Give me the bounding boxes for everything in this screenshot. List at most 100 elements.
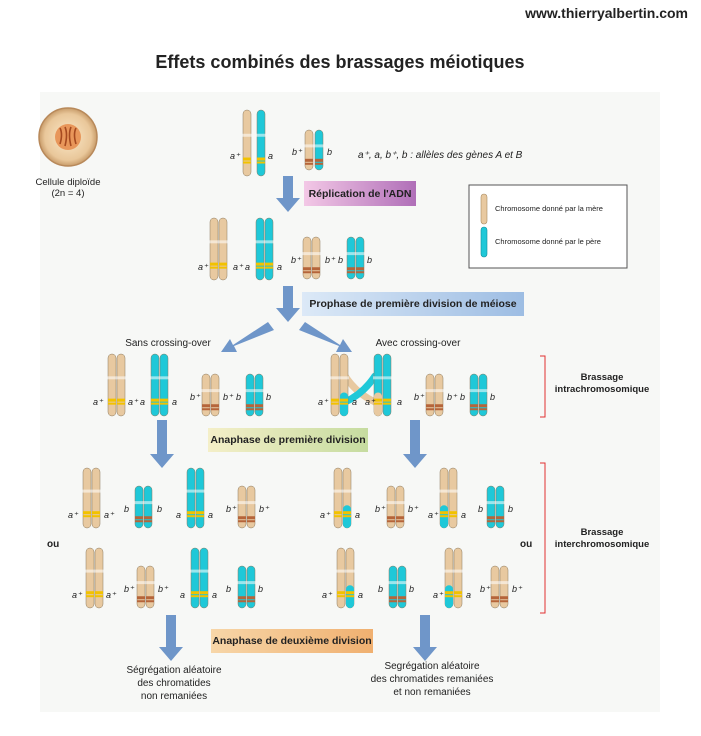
chromatid — [242, 109, 252, 177]
gene-band — [146, 600, 154, 603]
allele-label-b: b — [367, 255, 372, 265]
gene-band — [449, 515, 457, 518]
allele-label-b: b — [378, 584, 383, 594]
chromatid — [150, 353, 160, 417]
gene-band — [211, 408, 219, 411]
step-prophase-label: Prophase de première division de méiose — [309, 298, 516, 310]
gene-band — [265, 262, 273, 266]
gene-band — [487, 516, 495, 520]
allele-label-b: b — [236, 392, 241, 402]
allele-label-a-plus: a⁺ — [230, 151, 241, 161]
gene-band — [491, 596, 499, 600]
gene-band — [255, 408, 263, 411]
chromosome-layer — [82, 109, 509, 609]
allele-label-a: a — [352, 397, 357, 407]
legend-mother-swatch — [480, 193, 488, 225]
chromatid — [94, 547, 104, 609]
allele-label-a: a — [358, 590, 363, 600]
legend-mother-text: Chromosome donné par la mère — [495, 204, 603, 213]
chromatid — [82, 467, 92, 529]
bracket-inter — [540, 462, 546, 614]
gene-band — [435, 408, 443, 411]
gene-band — [210, 262, 218, 266]
gene-band — [86, 591, 94, 595]
ou-right: ou — [520, 539, 532, 550]
allele-label-b: b — [266, 392, 271, 402]
gene-band — [479, 404, 487, 408]
gene-band — [247, 516, 255, 520]
gene-band — [312, 267, 320, 271]
gene-band — [151, 402, 159, 405]
gene-band — [95, 591, 103, 595]
allele-label-a-plus: a⁺ — [106, 590, 117, 600]
gene-band — [196, 515, 204, 518]
gene-band — [95, 595, 103, 598]
gene-band — [343, 511, 351, 515]
gene-band — [146, 596, 154, 600]
centromere — [469, 389, 488, 393]
chromatid — [199, 547, 209, 609]
chromatid — [264, 217, 274, 281]
allele-legend: a⁺, a, b⁺, b : allèles des gènes A et B — [358, 150, 523, 161]
gene-band — [346, 595, 354, 598]
allele-label-a-plus: a⁺ — [233, 262, 244, 272]
gene-band — [356, 271, 364, 274]
chromatid — [186, 467, 196, 529]
allele-label-a-plus: a⁺ — [104, 510, 115, 520]
gene-band — [83, 515, 91, 518]
gene-band — [243, 157, 251, 161]
centromere — [346, 252, 365, 256]
step-anaphase2-label: Anaphase de deuxième division — [212, 635, 371, 647]
centromere — [486, 501, 505, 505]
gene-band — [487, 520, 495, 523]
centromere — [444, 569, 463, 573]
chromatid — [218, 217, 228, 281]
centromere — [136, 581, 155, 585]
chromatid — [195, 467, 205, 529]
gene-band — [389, 600, 397, 603]
gene-band — [496, 516, 504, 520]
gene-band — [312, 271, 320, 274]
centromere — [490, 581, 509, 585]
gene-band — [257, 157, 265, 161]
gene-band — [334, 515, 342, 518]
centromere — [237, 581, 256, 585]
centromere — [245, 389, 264, 393]
allele-label-b: b — [157, 504, 162, 514]
chromatid — [85, 547, 95, 609]
legend-father-swatch — [480, 226, 488, 258]
gene-band — [256, 262, 264, 266]
caption-right: Segrégation aléatoire des chromatides re… — [371, 661, 494, 698]
allele-label-b-plus: b⁺ — [292, 147, 303, 157]
allele-label-b-plus: b⁺ — [480, 584, 491, 594]
allele-label-a-plus: a⁺ — [428, 510, 439, 520]
allele-label-a: a — [212, 590, 217, 600]
caption-right-3: et non remaniées — [393, 687, 470, 698]
centromere — [209, 240, 228, 244]
diploid-cell — [38, 107, 98, 167]
gene-band — [256, 266, 264, 269]
allele-label-a-plus: a⁺ — [198, 262, 209, 272]
allele-label-b-plus: b⁺ — [223, 392, 234, 402]
gene-band — [202, 404, 210, 408]
gene-band — [396, 520, 404, 523]
allele-label-b: b — [124, 504, 129, 514]
allele-label-a: a — [397, 397, 402, 407]
cell-ploidy: (2n = 4) — [51, 188, 84, 199]
chromatid — [255, 217, 265, 281]
gene-band — [337, 595, 345, 598]
gene-band — [491, 600, 499, 603]
gene-band — [117, 398, 125, 402]
arrow-down-right-1 — [403, 420, 427, 468]
allele-label-b-plus: b⁺ — [408, 504, 419, 514]
allele-label-a-plus: a⁺ — [322, 590, 333, 600]
allele-label-b-plus: b⁺ — [226, 504, 237, 514]
gene-band — [137, 600, 145, 603]
centromere — [302, 252, 321, 256]
gene-band — [135, 516, 143, 520]
gene-band — [426, 404, 434, 408]
page-title: Effets combinés des brassages méiotiques — [155, 52, 524, 72]
allele-label-b: b — [478, 504, 483, 514]
gene-band — [202, 408, 210, 411]
